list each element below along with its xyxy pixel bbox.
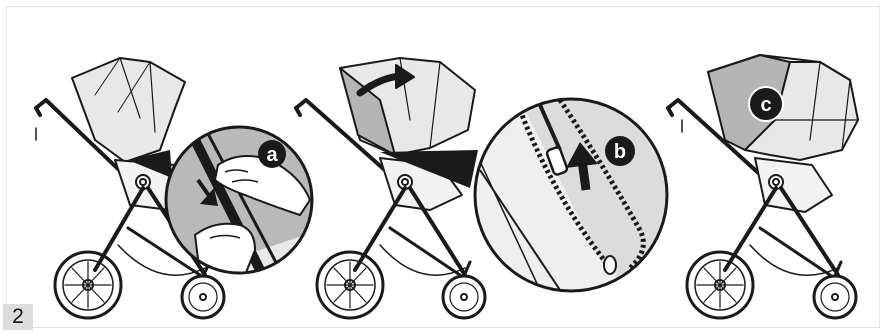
- step-number: 2: [12, 305, 24, 329]
- detail-circle-a: a: [160, 120, 320, 280]
- stroller-2-icon: [296, 58, 485, 318]
- marker-c-label: c: [760, 94, 771, 116]
- marker-b-label: b: [614, 141, 626, 163]
- step-number-badge: 2: [3, 304, 33, 330]
- marker-c: c: [749, 87, 783, 121]
- detail-circle-b: b: [470, 95, 680, 295]
- marker-a-label: a: [266, 144, 278, 166]
